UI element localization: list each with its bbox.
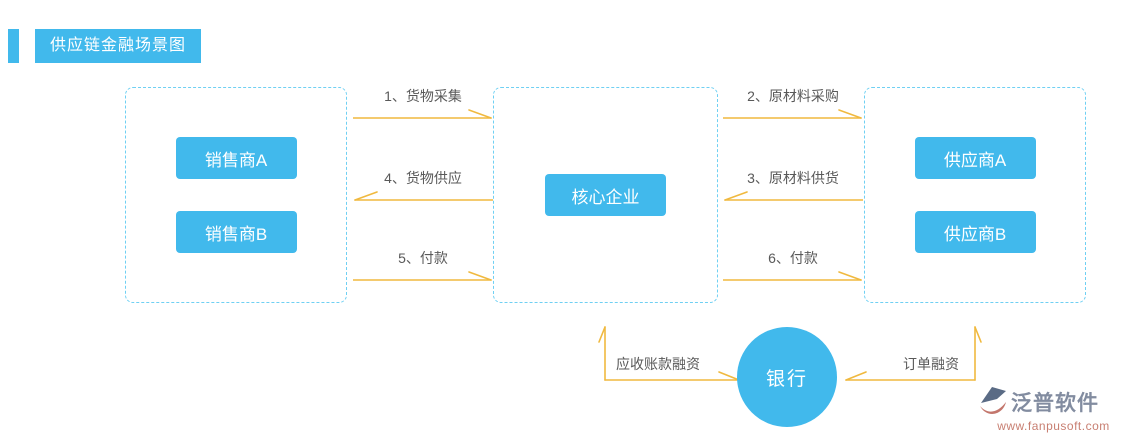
node-bank: 银行	[737, 327, 837, 427]
flow-raw-material-supply: 3、原材料供货	[723, 168, 863, 202]
flow-label: 6、付款	[768, 250, 818, 266]
flow-label: 3、原材料供货	[747, 170, 839, 186]
flow-raw-material-purchase: 2、原材料采购	[723, 86, 863, 120]
flow-goods-collection: 1、货物采集	[353, 86, 493, 120]
receivables-financing-connector-icon	[598, 326, 740, 381]
page-title: 供应链金融场景图	[35, 29, 202, 63]
arrow-right-icon	[723, 271, 862, 281]
title-accent-bar	[8, 29, 19, 63]
flow-label: 1、货物采集	[384, 88, 462, 104]
flow-label: 4、货物供应	[384, 170, 462, 186]
sellers-group-box: 销售商A 销售商B	[125, 87, 347, 303]
flow-label: 2、原材料采购	[747, 88, 839, 104]
node-supplier-b: 供应商B	[914, 211, 1036, 253]
vendor-watermark: 泛普软件 www.fanpusoft.com	[978, 386, 1123, 433]
node-supplier-a: 供应商A	[914, 137, 1036, 179]
node-seller-b: 销售商B	[175, 211, 297, 253]
vendor-url: www.fanpusoft.com	[997, 419, 1110, 433]
arrow-right-icon	[353, 109, 492, 119]
order-financing-connector-icon	[845, 326, 982, 381]
node-seller-a: 销售商A	[175, 137, 297, 179]
order-financing-label: 订单融资	[903, 356, 959, 372]
receivables-financing-label: 应收账款融资	[616, 356, 700, 372]
node-core-enterprise: 核心企业	[545, 174, 666, 216]
suppliers-group-box: 供应商A 供应商B	[864, 87, 1086, 303]
flow-payment-6: 6、付款	[723, 248, 863, 282]
fanpu-logo-icon	[980, 387, 1006, 414]
arrow-left-icon	[724, 191, 863, 201]
flow-goods-supply: 4、货物供应	[353, 168, 493, 202]
flow-payment-5: 5、付款	[353, 248, 493, 282]
arrow-left-icon	[354, 191, 493, 201]
arrow-right-icon	[723, 109, 862, 119]
arrow-right-icon	[353, 271, 492, 281]
vendor-name: 泛普软件	[1011, 392, 1099, 415]
core-enterprise-group-box: 核心企业	[493, 87, 718, 303]
flow-label: 5、付款	[398, 250, 448, 266]
